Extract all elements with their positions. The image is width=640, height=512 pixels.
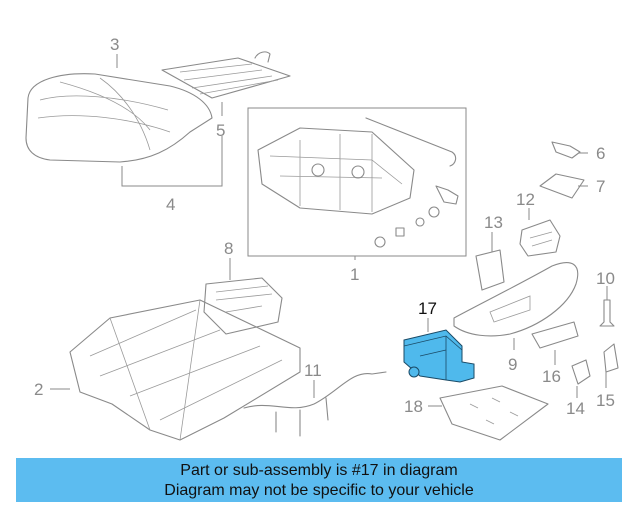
part-2-seat-track: [69, 299, 301, 441]
banner-line-2: Diagram may not be specific to your vehi…: [164, 482, 474, 499]
callout-3: 3: [110, 35, 119, 54]
part-15-cap: [603, 343, 619, 373]
part-17-control-module: [403, 329, 475, 383]
part-16-knob: [531, 321, 579, 349]
callout-10: 10: [596, 269, 615, 288]
callout-8: 8: [224, 239, 233, 258]
callout-16: 16: [542, 367, 561, 386]
callout-1: 1: [350, 265, 359, 284]
part-8-module: [203, 277, 283, 335]
part-3-seat-cushion: [25, 73, 213, 163]
callout-6: 6: [596, 144, 605, 163]
callout-18: 18: [404, 397, 423, 416]
part-12-switch: [519, 219, 561, 257]
banner-line-1: Part or sub-assembly is #17 in diagram: [180, 462, 458, 479]
callout-15: 15: [596, 391, 615, 410]
part-1-hardware: [374, 185, 459, 248]
part-1-seat-frame: [257, 117, 457, 215]
leader-lines: [50, 54, 608, 407]
part-9-side-shield: [453, 262, 579, 337]
part-5-heater-mat: [161, 51, 291, 99]
parts-diagram: 3 4 5 1 6 7 12 13 8 2 9 10 11 17 16 14 1…: [25, 35, 619, 441]
callout-4: 4: [166, 195, 175, 214]
callout-9: 9: [508, 355, 517, 374]
part-18-panel: [439, 385, 549, 441]
part-7-bezel: [539, 173, 585, 199]
info-banner: Part or sub-assembly is #17 in diagram D…: [16, 458, 622, 502]
callout-2: 2: [34, 380, 43, 399]
part-1-frame-box: [247, 107, 467, 257]
callout-12: 12: [516, 190, 535, 209]
part-10-screw: [599, 299, 615, 327]
callout-14: 14: [566, 399, 585, 418]
callout-13: 13: [484, 213, 503, 232]
callout-5: 5: [216, 121, 225, 140]
part-14-cap: [571, 359, 591, 385]
part-6-clip: [551, 141, 581, 159]
part-13-bracket: [475, 249, 505, 291]
callout-7: 7: [596, 177, 605, 196]
callout-11: 11: [304, 361, 322, 380]
callout-17: 17: [418, 299, 437, 318]
part-11-harness: [243, 371, 387, 437]
